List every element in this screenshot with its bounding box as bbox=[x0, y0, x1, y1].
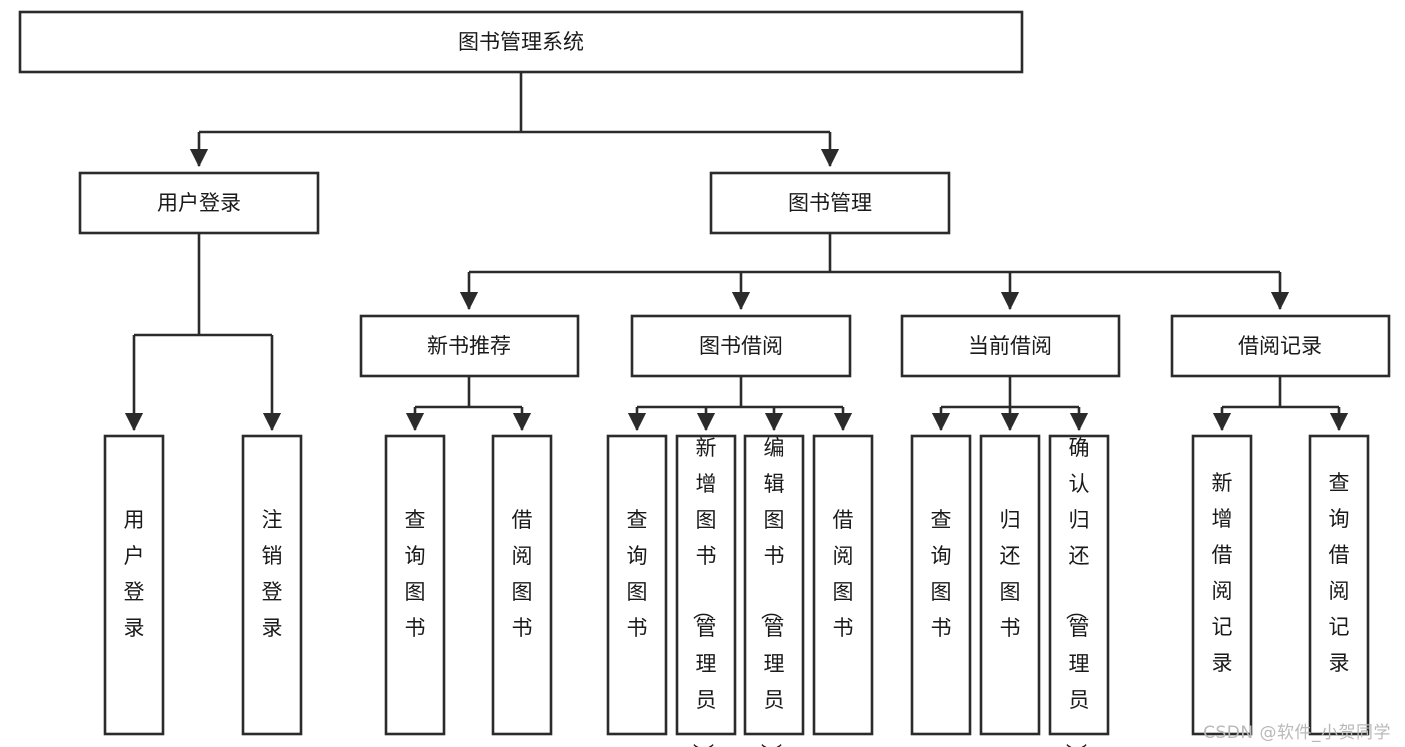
leaf-book-borrow-3-label: 借阅图书 bbox=[833, 508, 854, 640]
connector-root-to-level1 bbox=[189, 72, 840, 168]
node-user-login-label: 用户登录 bbox=[157, 191, 241, 215]
leaf-user-login-0-label: 用户登录 bbox=[124, 508, 145, 640]
node-new-book-recommend[interactable]: 新书推荐 bbox=[359, 314, 580, 378]
node-root-label: 图书管理系统 bbox=[458, 30, 584, 54]
leaf-current-borrow-0[interactable]: 查询图书 bbox=[910, 434, 972, 736]
leaf-user-login-1[interactable]: 注销登录 bbox=[241, 434, 303, 736]
leaf-user-login-1-label: 注销登录 bbox=[262, 508, 283, 640]
leaf-book-borrow-3[interactable]: 借阅图书 bbox=[812, 434, 874, 736]
leaf-book-borrow-0-label: 查询图书 bbox=[627, 508, 648, 640]
node-borrow-record-label: 借阅记录 bbox=[1238, 334, 1322, 358]
node-book-management-label: 图书管理 bbox=[788, 191, 872, 215]
leaf-current-borrow-1-label: 归还图书 bbox=[1000, 508, 1021, 640]
node-book-borrow-label: 图书借阅 bbox=[699, 334, 783, 358]
leaf-borrow-record-1-label: 查询借阅记录 bbox=[1329, 471, 1350, 675]
connector-newbook-to-leaves bbox=[405, 376, 532, 432]
leaf-new-book-1[interactable]: 借阅图书 bbox=[491, 434, 553, 736]
leaf-book-borrow-1[interactable]: 新增图书（管理员） bbox=[675, 434, 737, 747]
node-current-borrow[interactable]: 当前借阅 bbox=[900, 314, 1121, 378]
leaf-borrow-record-0[interactable]: 新增借阅记录 bbox=[1191, 434, 1253, 736]
connector-borrowrecord-to-leaves bbox=[1212, 376, 1349, 432]
node-new-book-recommend-label: 新书推荐 bbox=[427, 334, 511, 358]
node-root-book-management-system[interactable]: 图书管理系统 bbox=[18, 10, 1024, 74]
leaf-current-borrow-1[interactable]: 归还图书 bbox=[979, 434, 1041, 736]
leaf-current-borrow-2-label: 确认归还（管理员） bbox=[1064, 436, 1090, 747]
connector-bookmgmt-to-level2 bbox=[459, 233, 1290, 311]
leaf-new-book-0[interactable]: 查询图书 bbox=[384, 434, 446, 736]
node-user-login[interactable]: 用户登录 bbox=[78, 171, 320, 235]
leaf-book-borrow-2-label: 编辑图书（管理员） bbox=[759, 436, 785, 747]
leaf-new-book-0-label: 查询图书 bbox=[405, 508, 426, 640]
node-book-management[interactable]: 图书管理 bbox=[709, 171, 951, 235]
connector-userlogin-to-leaves bbox=[124, 233, 282, 432]
connector-currentborrow-to-leaves bbox=[931, 376, 1089, 432]
leaf-borrow-record-1[interactable]: 查询借阅记录 bbox=[1308, 434, 1370, 736]
leaf-new-book-1-label: 借阅图书 bbox=[512, 508, 533, 640]
leaf-current-borrow-0-label: 查询图书 bbox=[931, 508, 952, 640]
node-borrow-record[interactable]: 借阅记录 bbox=[1170, 314, 1391, 378]
leaf-book-borrow-2[interactable]: 编辑图书（管理员） bbox=[743, 434, 805, 747]
leaf-book-borrow-0[interactable]: 查询图书 bbox=[606, 434, 668, 736]
leaf-current-borrow-2[interactable]: 确认归还（管理员） bbox=[1048, 434, 1110, 747]
node-current-borrow-label: 当前借阅 bbox=[968, 334, 1052, 358]
connector-bookborrow-to-leaves bbox=[627, 376, 853, 432]
leaf-borrow-record-0-label: 新增借阅记录 bbox=[1212, 471, 1233, 675]
leaf-user-login-0[interactable]: 用户登录 bbox=[103, 434, 165, 736]
leaf-book-borrow-1-label: 新增图书（管理员） bbox=[691, 436, 717, 747]
node-book-borrow[interactable]: 图书借阅 bbox=[630, 314, 852, 378]
